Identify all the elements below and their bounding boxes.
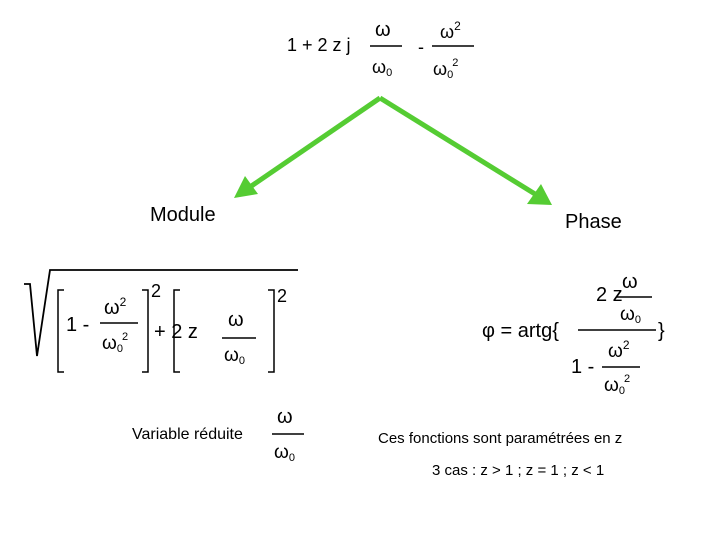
- module-one-minus: 1 -: [66, 314, 90, 336]
- phase-den-denominator: ω02: [604, 373, 631, 397]
- bracket1-right: [142, 289, 149, 373]
- bracket2-left: [173, 289, 180, 373]
- top-frac1-denominator: ω0: [372, 57, 393, 79]
- bracket1-exponent: 2: [151, 281, 162, 301]
- reduced-numerator: ω: [277, 406, 293, 428]
- notes-three-cases: 3 cas : z > 1 ; z = 1 ; z < 1: [432, 462, 605, 479]
- module-label: Module: [150, 204, 216, 226]
- bracket1-left: [57, 289, 64, 373]
- phase-den-numerator: ω2: [608, 338, 630, 362]
- phase-one-minus: 1 -: [571, 356, 595, 378]
- bracket2-exponent: 2: [277, 286, 288, 306]
- phase-close-brace: }: [658, 320, 665, 342]
- arrow-to-phase: [378, 95, 552, 205]
- phase-phi-artg: φ = artg{: [482, 320, 559, 342]
- radical-sign: [24, 269, 298, 357]
- top-frac2-denominator: ω02: [433, 57, 459, 81]
- top-lhs: 1 + 2 z j: [287, 35, 351, 55]
- reduced-denominator: ω0: [274, 442, 295, 464]
- phase-num-denominator: ω0: [620, 304, 641, 326]
- top-minus: -: [418, 37, 424, 57]
- module-frac2-denominator: ω0: [224, 345, 245, 367]
- top-frac1-numerator: ω: [375, 19, 391, 41]
- bracket2-right: [268, 289, 275, 373]
- module-frac-denominator: ω02: [102, 331, 129, 355]
- phase-num-numerator: ω: [622, 271, 638, 293]
- phase-2z: 2 z: [596, 284, 623, 306]
- arrow-to-module: [234, 95, 382, 198]
- reduced-variable-label: Variable réduite: [132, 426, 243, 443]
- module-frac-numerator: ω2: [104, 295, 127, 319]
- notes-parametrized: Ces fonctions sont paramétrées en z: [378, 430, 623, 447]
- phase-label: Phase: [565, 211, 622, 233]
- module-plus-2z: + 2 z: [154, 321, 198, 343]
- module-frac2-numerator: ω: [228, 309, 244, 331]
- top-frac2-numerator: ω2: [440, 19, 461, 42]
